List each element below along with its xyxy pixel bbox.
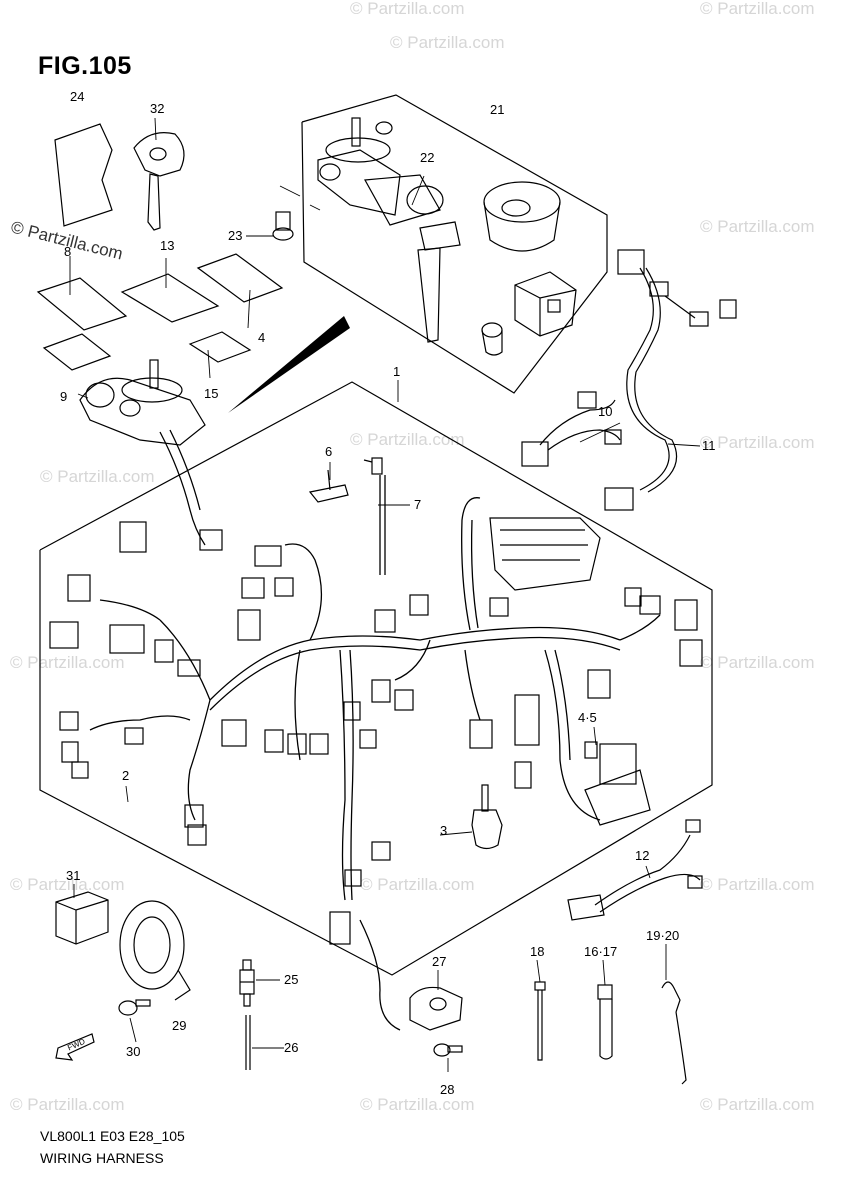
callout-31: 31 bbox=[66, 868, 80, 883]
part-27-sensor bbox=[409, 986, 463, 1031]
figure-name: WIRING HARNESS bbox=[40, 1150, 164, 1166]
part-29-horn bbox=[119, 900, 191, 1001]
watermark-text: © Partzilla.com bbox=[700, 1095, 815, 1114]
ignition-switch-set bbox=[301, 94, 608, 394]
watermark-text: © Partzilla.com bbox=[350, 0, 465, 18]
watermark-text: © Partzilla.com bbox=[40, 467, 155, 486]
callout-30: 30 bbox=[126, 1044, 140, 1059]
part-10-subharness bbox=[521, 391, 622, 467]
callout-11: 11 bbox=[702, 438, 716, 453]
watermark-text: © Partzilla.com bbox=[360, 1095, 475, 1114]
callout-1: 1 bbox=[393, 364, 400, 379]
part-13-label bbox=[120, 273, 220, 323]
callout-23: 23 bbox=[228, 228, 242, 243]
harness-connectors bbox=[49, 517, 703, 945]
watermark-text: © Partzilla.com bbox=[10, 1095, 125, 1114]
part-4-label bbox=[196, 253, 284, 303]
part-19-20-tie-strap bbox=[661, 981, 687, 1085]
part-6-clip bbox=[308, 469, 349, 503]
callout-8: 8 bbox=[64, 244, 71, 259]
callout-26: 26 bbox=[284, 1040, 298, 1055]
watermark-text: © Partzilla.com bbox=[350, 430, 465, 449]
watermark-text: © Partzilla.com bbox=[10, 653, 125, 672]
part-31-relay bbox=[55, 891, 109, 945]
part-18-tie-strap bbox=[534, 981, 546, 1061]
forward-direction-arrow: FWD bbox=[55, 1033, 95, 1061]
callout-7: 7 bbox=[414, 497, 421, 512]
watermark-text: © Partzilla.com bbox=[390, 33, 505, 52]
part-9-ignition-switch bbox=[79, 359, 206, 446]
part-16-17-tie-strap bbox=[597, 984, 613, 1060]
callout-15: 15 bbox=[204, 386, 218, 401]
part-8-label bbox=[36, 277, 128, 331]
callout-21: 21 bbox=[490, 102, 504, 117]
part-15-label bbox=[188, 331, 252, 363]
callout-27: 27 bbox=[432, 954, 446, 969]
part-28-bolt bbox=[433, 1043, 463, 1057]
callout-2: 2 bbox=[122, 768, 129, 783]
callout-22: 22 bbox=[420, 150, 434, 165]
callout-3: 3 bbox=[440, 823, 447, 838]
part-26-wire bbox=[245, 1015, 251, 1070]
watermark-text: © Partzilla.com bbox=[700, 875, 815, 894]
part-25-switch bbox=[239, 959, 255, 1007]
callout-29: 29 bbox=[172, 1018, 186, 1033]
figure-title: FIG.105 bbox=[38, 52, 132, 80]
watermark-text: © Partzilla.com bbox=[700, 217, 815, 236]
part-3-sensor bbox=[471, 784, 503, 850]
harness-wires bbox=[89, 429, 661, 1031]
part-24-plate bbox=[54, 123, 113, 227]
leader-lines bbox=[69, 117, 701, 1072]
part-23-screw bbox=[272, 211, 294, 241]
watermark-layer: © Partzilla.com © Partzilla.com © Partzi… bbox=[9, 0, 815, 1114]
callout-18: 18 bbox=[530, 944, 544, 959]
callout-4-5: 4·5 bbox=[578, 710, 597, 725]
watermark-text: © Partzilla.com bbox=[10, 875, 125, 894]
part-7-tie bbox=[363, 457, 383, 475]
callout-13: 13 bbox=[160, 238, 174, 253]
callout-16-17: 16·17 bbox=[584, 944, 617, 959]
part-12-harness bbox=[567, 819, 703, 921]
callout-6: 6 bbox=[325, 444, 332, 459]
watermark-text: © Partzilla.com bbox=[700, 433, 815, 452]
part-14-label bbox=[42, 333, 112, 371]
wiring-harness-frame bbox=[39, 381, 713, 976]
callout-labels: 1 2 3 4 4·5 6 7 8 9 10 11 12 13 15 16·17… bbox=[60, 89, 716, 1097]
harness-pointer bbox=[228, 316, 350, 413]
callout-24: 24 bbox=[70, 89, 84, 104]
watermark-text: © Partzilla.com bbox=[700, 0, 815, 18]
callout-28: 28 bbox=[440, 1082, 454, 1097]
watermark-text: © Partzilla.com bbox=[700, 653, 815, 672]
watermark-text: © Partzilla.com bbox=[360, 875, 475, 894]
callout-19-20: 19·20 bbox=[646, 928, 679, 943]
part-30-bolt bbox=[118, 999, 151, 1016]
callout-12: 12 bbox=[635, 848, 649, 863]
callout-10: 10 bbox=[598, 404, 612, 419]
figure-code: VL800L1 E03 E28_105 bbox=[40, 1128, 185, 1144]
callout-9: 9 bbox=[60, 389, 67, 404]
callout-25: 25 bbox=[284, 972, 298, 987]
callout-4: 4 bbox=[258, 330, 265, 345]
part-32-key bbox=[133, 132, 185, 231]
part-11-harness bbox=[604, 249, 737, 511]
callout-32: 32 bbox=[150, 101, 164, 116]
